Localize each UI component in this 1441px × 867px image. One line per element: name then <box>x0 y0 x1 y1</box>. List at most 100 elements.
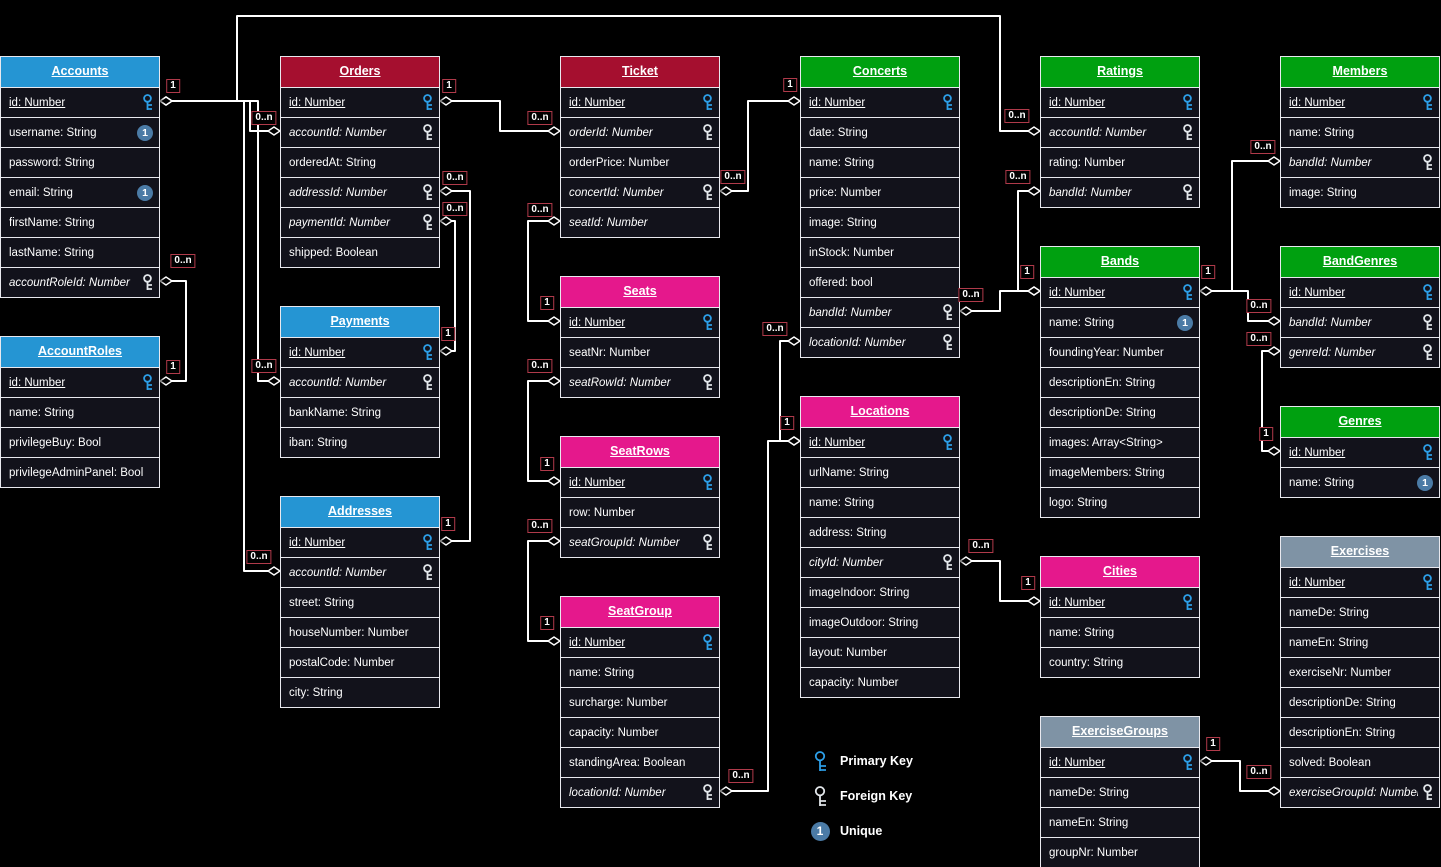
field-row-bands-id[interactable]: id: Number <box>1041 277 1199 307</box>
field-row-orders-accountid[interactable]: accountId: Number <box>281 117 439 147</box>
field-row-ratings-accountid[interactable]: accountId: Number <box>1041 117 1199 147</box>
field-row-accounts-firstname[interactable]: firstName: String <box>1 207 159 237</box>
field-row-exercises-nameen[interactable]: nameEn: String <box>1281 627 1439 657</box>
cardinality-label[interactable]: 0..n <box>170 254 196 268</box>
field-row-exercises-exercisegroupid[interactable]: exerciseGroupId: Number <box>1281 777 1439 807</box>
table-title-accounts[interactable]: Accounts <box>1 57 159 87</box>
field-row-locations-capacity[interactable]: capacity: Number <box>801 667 959 697</box>
edge-ticket-orderid-to-orders[interactable] <box>438 96 562 136</box>
edge-orders-paymentid-to-payments[interactable] <box>438 216 456 356</box>
table-title-concerts[interactable]: Concerts <box>801 57 959 87</box>
cardinality-label[interactable]: 1 <box>441 517 455 531</box>
table-title-seatrows[interactable]: SeatRows <box>561 437 719 467</box>
table-title-cities[interactable]: Cities <box>1041 557 1199 587</box>
field-row-bands-images[interactable]: images: Array<String> <box>1041 427 1199 457</box>
field-row-bandgenres-bandid[interactable]: bandId: Number <box>1281 307 1439 337</box>
field-row-bands-imagemembers[interactable]: imageMembers: String <box>1041 457 1199 487</box>
field-row-exercisegroups-namede[interactable]: nameDe: String <box>1041 777 1199 807</box>
field-row-orders-shipped[interactable]: shipped: Boolean <box>281 237 439 267</box>
cardinality-label[interactable]: 0..n <box>442 171 468 185</box>
field-row-locations-urlname[interactable]: urlName: String <box>801 457 959 487</box>
cardinality-label[interactable]: 1 <box>166 79 180 93</box>
cardinality-label[interactable]: 1 <box>1259 427 1273 441</box>
field-row-locations-layout[interactable]: layout: Number <box>801 637 959 667</box>
field-row-concerts-bandid[interactable]: bandId: Number <box>801 297 959 327</box>
field-row-orders-id[interactable]: id: Number <box>281 87 439 117</box>
field-row-seatgroup-capacity[interactable]: capacity: Number <box>561 717 719 747</box>
field-row-exercises-id[interactable]: id: Number <box>1281 567 1439 597</box>
cardinality-label[interactable]: 0..n <box>251 111 277 125</box>
field-row-concerts-name[interactable]: name: String <box>801 147 959 177</box>
edge-exercises-exercisegroupid-to-exercisegroups[interactable] <box>1198 756 1282 796</box>
cardinality-label[interactable]: 0..n <box>968 539 994 553</box>
field-row-concerts-instock[interactable]: inStock: Number <box>801 237 959 267</box>
field-row-bands-foundingyear[interactable]: foundingYear: Number <box>1041 337 1199 367</box>
cardinality-label[interactable]: 0..n <box>442 202 468 216</box>
field-row-exercises-descriptionen[interactable]: descriptionEn: String <box>1281 717 1439 747</box>
edge-ratings-bandid-to-bands[interactable] <box>1017 186 1042 296</box>
field-row-seatgroup-standingarea[interactable]: standingArea: Boolean <box>561 747 719 777</box>
edge-bandgenres-genreid-to-genres[interactable] <box>1261 346 1282 456</box>
cardinality-label[interactable]: 1 <box>540 457 554 471</box>
field-row-ticket-seatid[interactable]: seatId: Number <box>561 207 719 237</box>
field-row-accountroles-privilegebuy[interactable]: privilegeBuy: Bool <box>1 427 159 457</box>
field-row-locations-address[interactable]: address: String <box>801 517 959 547</box>
field-row-payments-id[interactable]: id: Number <box>281 337 439 367</box>
field-row-accountroles-name[interactable]: name: String <box>1 397 159 427</box>
field-row-bands-descriptionde[interactable]: descriptionDe: String <box>1041 397 1199 427</box>
cardinality-label[interactable]: 0..n <box>527 111 553 125</box>
cardinality-label[interactable]: 0..n <box>246 550 272 564</box>
cardinality-label[interactable]: 1 <box>1206 737 1220 751</box>
table-title-ratings[interactable]: Ratings <box>1041 57 1199 87</box>
table-title-ticket[interactable]: Ticket <box>561 57 719 87</box>
field-row-locations-cityid[interactable]: cityId: Number <box>801 547 959 577</box>
field-row-seatrows-row[interactable]: row: Number <box>561 497 719 527</box>
field-row-ratings-id[interactable]: id: Number <box>1041 87 1199 117</box>
table-title-seatgroup[interactable]: SeatGroup <box>561 597 719 627</box>
cardinality-label[interactable]: 1 <box>1201 265 1215 279</box>
field-row-ticket-orderid[interactable]: orderId: Number <box>561 117 719 147</box>
table-title-orders[interactable]: Orders <box>281 57 439 87</box>
field-row-ratings-rating[interactable]: rating: Number <box>1041 147 1199 177</box>
legend-item-unique[interactable]: 1 Unique <box>810 820 913 842</box>
cardinality-label[interactable]: 1 <box>780 416 794 430</box>
table-title-bands[interactable]: Bands <box>1041 247 1199 277</box>
field-row-orders-paymentid[interactable]: paymentId: Number <box>281 207 439 237</box>
field-row-bands-descriptionen[interactable]: descriptionEn: String <box>1041 367 1199 397</box>
table-title-accountroles[interactable]: AccountRoles <box>1 337 159 367</box>
cardinality-label[interactable]: 0..n <box>762 322 788 336</box>
field-row-accounts-id[interactable]: id: Number <box>1 87 159 117</box>
field-row-exercises-descriptionde[interactable]: descriptionDe: String <box>1281 687 1439 717</box>
field-row-seatrows-seatgroupid[interactable]: seatGroupId: Number <box>561 527 719 557</box>
field-row-addresses-id[interactable]: id: Number <box>281 527 439 557</box>
table-title-members[interactable]: Members <box>1281 57 1439 87</box>
field-row-members-image[interactable]: image: String <box>1281 177 1439 207</box>
field-row-genres-id[interactable]: id: Number <box>1281 437 1439 467</box>
field-row-concerts-id[interactable]: id: Number <box>801 87 959 117</box>
field-row-ticket-orderprice[interactable]: orderPrice: Number <box>561 147 719 177</box>
field-row-ticket-concertid[interactable]: concertId: Number <box>561 177 719 207</box>
table-title-payments[interactable]: Payments <box>281 307 439 337</box>
edge-concerts-locationid-to-locations[interactable] <box>779 336 802 446</box>
field-row-concerts-locationid[interactable]: locationId: Number <box>801 327 959 357</box>
cardinality-label[interactable]: 1 <box>540 296 554 310</box>
field-row-seatgroup-name[interactable]: name: String <box>561 657 719 687</box>
field-row-payments-iban[interactable]: iban: String <box>281 427 439 457</box>
field-row-seats-seatnr[interactable]: seatNr: Number <box>561 337 719 367</box>
cardinality-label[interactable]: 0..n <box>527 519 553 533</box>
field-row-accounts-password[interactable]: password: String <box>1 147 159 177</box>
field-row-locations-imageoutdoor[interactable]: imageOutdoor: String <box>801 607 959 637</box>
edge-locations-cityid-to-cities[interactable] <box>958 556 1042 606</box>
field-row-members-id[interactable]: id: Number <box>1281 87 1439 117</box>
